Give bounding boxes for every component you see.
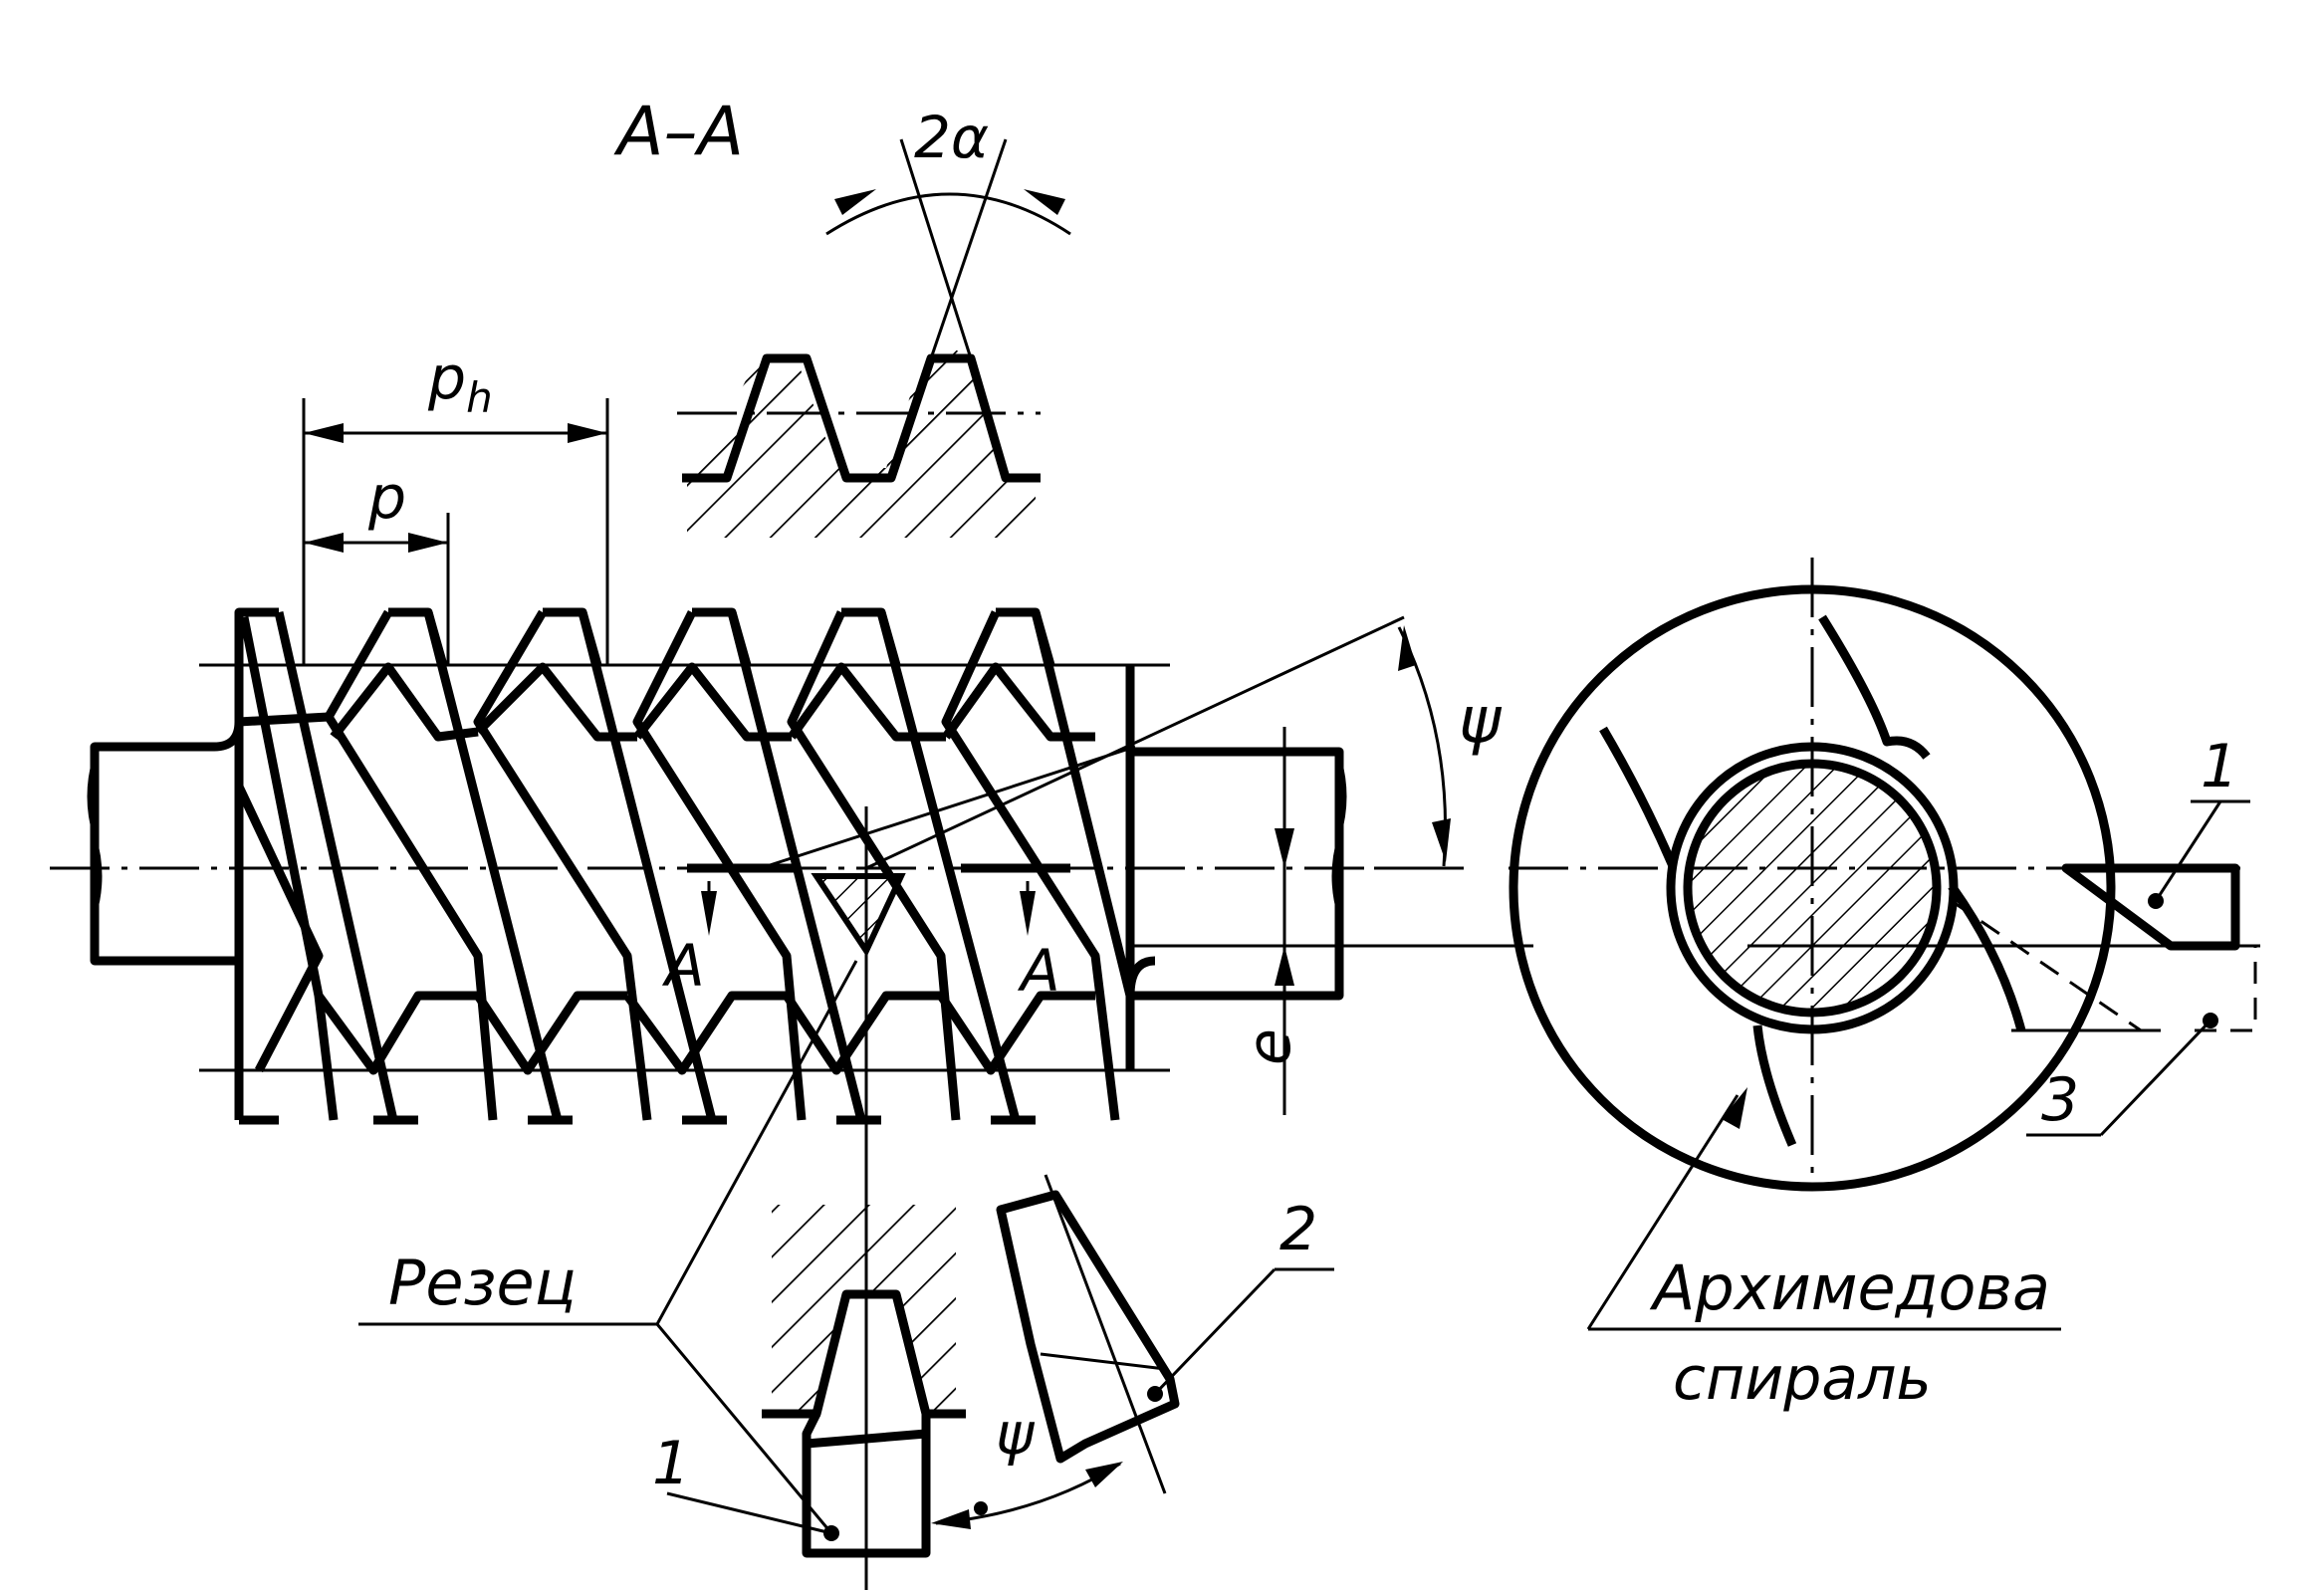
right-number-1: 1: [2201, 732, 2238, 801]
left-shaft: [90, 721, 244, 971]
tool-number-1: 1: [652, 1429, 690, 1498]
lead-label: ph: [427, 343, 493, 422]
tool-number-2: 2: [1279, 1195, 1317, 1264]
section-mark-right: A: [1017, 937, 1060, 1005]
pitch-label: p: [367, 463, 406, 533]
section-title: A–A: [613, 93, 744, 171]
tool-label: Резец: [388, 1247, 577, 1319]
archimedean-label-line1: Архимедова: [1649, 1251, 2050, 1324]
tool-section: [687, 615, 1464, 1590]
psi-bottom-label: ψ: [996, 1400, 1036, 1468]
pitch-dimensions: [302, 398, 609, 665]
cutter-lower: [762, 1174, 1180, 1558]
worm-end-view: [1509, 558, 2260, 1331]
psi-top-label: ψ: [1459, 684, 1503, 758]
section-mark-left: A: [661, 932, 705, 1000]
tool-leaders: [358, 960, 1334, 1535]
offset-e-label: e: [1235, 1028, 1304, 1065]
archimedean-label-line2: спираль: [1673, 1344, 1932, 1414]
two-alpha-label: 2α: [914, 104, 989, 171]
offset-dimension: [1275, 727, 1294, 1115]
section-aa-profile: [677, 138, 1071, 538]
right-shaft: [1125, 717, 1344, 1001]
right-number-3: 3: [2041, 1065, 2079, 1135]
